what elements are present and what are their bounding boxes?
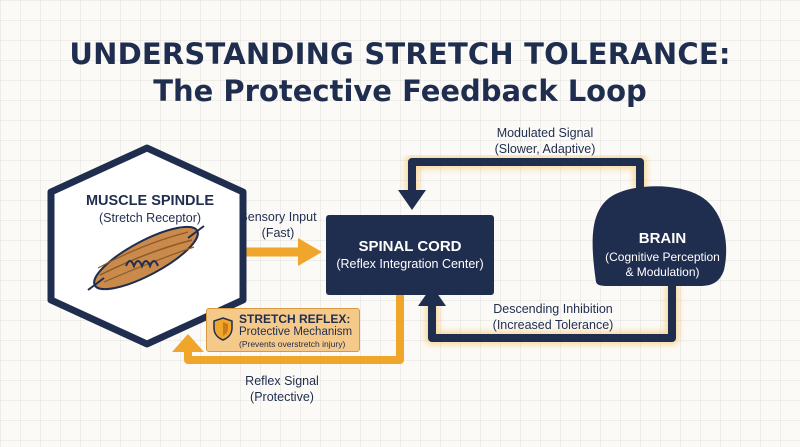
modulated-signal-arrow (398, 155, 647, 210)
brain-node (592, 186, 727, 286)
brain-title: BRAIN (638, 230, 687, 247)
stretch-reflex-note: (Prevents overstretch injury) (239, 339, 346, 349)
brain-subtitle-line2: & Modulation) (625, 265, 700, 279)
modulated-signal-label: Modulated Signal (Slower, Adaptive) (480, 125, 610, 157)
shield-icon (213, 317, 233, 341)
descending-inhibition-arrow (418, 285, 679, 345)
reflex-signal-line1: Reflex Signal (245, 374, 319, 388)
reflex-signal-line2: (Protective) (250, 390, 314, 404)
descending-inhibition-line1: Descending Inhibition (493, 302, 613, 316)
sensory-input-line1: Sensory Input (239, 210, 317, 224)
spinal-cord-subtitle: (Reflex Integration Center) (336, 257, 484, 271)
muscle-spindle-node (47, 144, 247, 348)
modulated-signal-line2: (Slower, Adaptive) (494, 142, 596, 156)
page-title-line1: UNDERSTANDING STRETCH TOLERANCE: (69, 37, 731, 71)
stretch-reflex-callout: STRETCH REFLEX: Protective Mechanism (Pr… (206, 308, 360, 352)
muscle-spindle-label: MUSCLE SPINDLE (Stretch Receptor) (60, 192, 240, 226)
spinal-cord-title: SPINAL CORD (358, 238, 462, 255)
muscle-spindle-subtitle: (Stretch Receptor) (98, 211, 202, 225)
stretch-reflex-subtitle: Protective Mechanism (239, 326, 353, 338)
brain-subtitle-line1: (Cognitive Perception (605, 250, 720, 264)
modulated-signal-line1: Modulated Signal (496, 126, 594, 140)
reflex-signal-label: Reflex Signal (Protective) (232, 373, 332, 405)
sensory-input-label: Sensory Input (Fast) (228, 209, 328, 241)
muscle-spindle-title: MUSCLE SPINDLE (85, 193, 215, 209)
sensory-input-line2: (Fast) (261, 226, 295, 240)
muscle-fiber-icon (87, 225, 205, 291)
descending-inhibition-label: Descending Inhibition (Increased Toleran… (478, 301, 628, 333)
reflex-signal-arrow (172, 295, 404, 364)
brain-label: BRAIN (Cognitive Perception & Modulation… (600, 230, 725, 280)
spinal-cord-node (326, 215, 494, 295)
stretch-reflex-title: STRETCH REFLEX: (239, 312, 351, 326)
spinal-cord-label: SPINAL CORD (Reflex Integration Center) (326, 215, 494, 295)
descending-inhibition-line2: (Increased Tolerance) (492, 318, 614, 332)
page-title-line2: The Protective Feedback Loop (153, 74, 647, 108)
